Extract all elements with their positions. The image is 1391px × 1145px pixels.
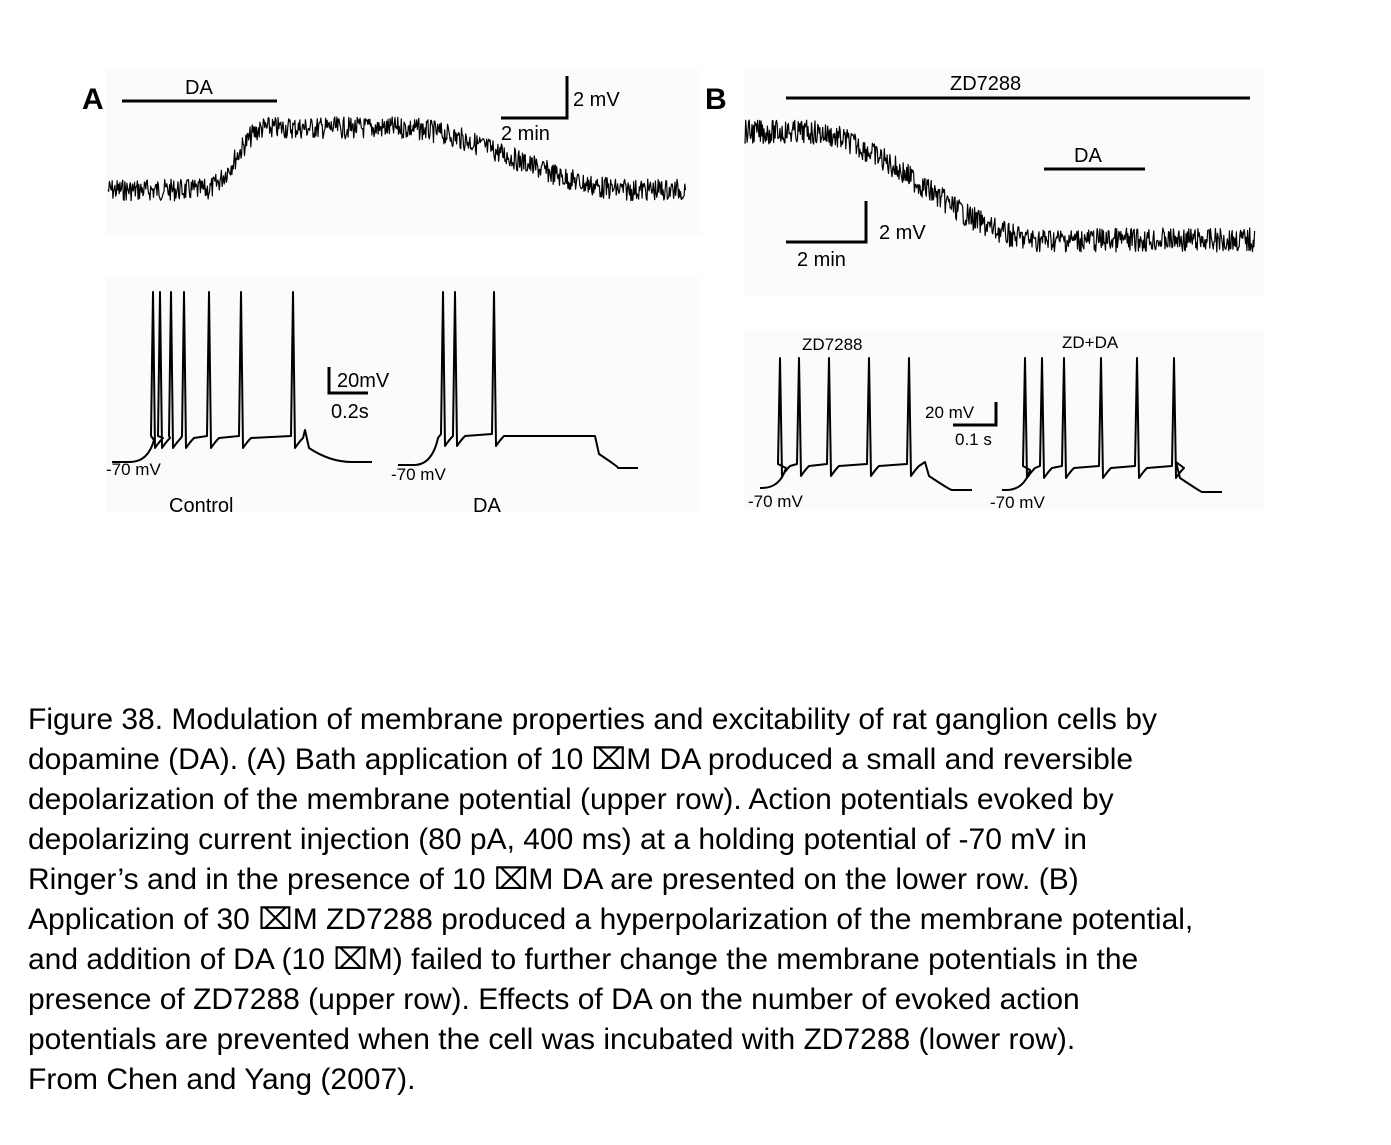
caption-line: dopamine (DA). (A) Bath application of 1… xyxy=(28,743,1134,776)
caption-line: depolarization of the membrane potential… xyxy=(28,783,1114,816)
panel-a-da-bar-label: DA xyxy=(185,77,213,99)
panel-a-spike-scale-v: 20mV xyxy=(337,370,390,392)
caption-line: Application of 30 ⌧M ZD7288 produced a h… xyxy=(28,903,1194,936)
panel-a-control-spike-trace xyxy=(112,291,372,463)
panel-b-holding-label-2: -70 mV xyxy=(990,493,1045,512)
panel-b-condition-2: ZD+DA xyxy=(1062,333,1119,352)
panel-b-holding-label-1: -70 mV xyxy=(748,492,803,511)
caption-line: presence of ZD7288 (upper row). Effects … xyxy=(28,983,1080,1016)
figure-panels: A DA 2 mV 2 min 20mV 0.2s -70 mV -70 mV … xyxy=(82,70,1265,517)
panel-a-spike-scale-bar xyxy=(327,367,368,395)
caption-line: and addition of DA (10 ⌧M) failed to fur… xyxy=(28,943,1139,976)
figure-caption: Figure 38. Modulation of membrane proper… xyxy=(28,700,1378,1100)
panel-b-top-bg xyxy=(743,70,1265,295)
panel-a-membrane-trace xyxy=(107,116,687,202)
panel-a-scale-v: 2 mV xyxy=(573,89,620,111)
caption-line: depolarizing current injection (80 pA, 4… xyxy=(28,823,1087,856)
caption-line: potentials are prevented when the cell w… xyxy=(28,1023,1076,1056)
panel-b-zd-bar-label: ZD7288 xyxy=(950,73,1021,95)
panel-b-zd-spike-trace xyxy=(760,357,972,491)
panel-a-spike-scale-t: 0.2s xyxy=(331,401,369,423)
panel-b-scale-bar xyxy=(786,201,868,244)
panel-a-holding-label-1: -70 mV xyxy=(106,460,161,479)
panel-a-holding-label-2: -70 mV xyxy=(391,465,446,484)
panel-b-spike-scale-t: 0.1 s xyxy=(955,430,992,449)
caption-line: Ringer’s and in the presence of 10 ⌧M DA… xyxy=(28,863,1079,896)
panel-a-condition-2: DA xyxy=(473,495,501,517)
panel-a-bottom-bg xyxy=(106,278,701,513)
panel-b-scale-t: 2 min xyxy=(797,249,846,271)
panel-a-da-spike-trace xyxy=(398,291,638,469)
panel-b-zdda-spike-trace xyxy=(1002,357,1222,493)
caption-line: Figure 38. Modulation of membrane proper… xyxy=(28,703,1157,736)
panel-a-scale-bar xyxy=(501,76,569,120)
panel-a-letter: A xyxy=(82,83,104,116)
panel-b-condition-1: ZD7288 xyxy=(802,335,862,354)
panel-b-membrane-trace xyxy=(744,119,1256,253)
panel-b-letter: B xyxy=(705,83,727,116)
panel-a-top-bg xyxy=(106,70,701,235)
panel-a-condition-1: Control xyxy=(169,495,233,517)
panel-b-spike-scale-bar xyxy=(953,402,998,427)
caption-line: From Chen and Yang (2007). xyxy=(28,1063,416,1096)
panel-b-da-bar-label: DA xyxy=(1074,145,1102,167)
panel-a-scale-t: 2 min xyxy=(501,123,550,145)
panel-b-scale-v: 2 mV xyxy=(879,222,926,244)
panel-b-spike-scale-v: 20 mV xyxy=(925,403,975,422)
